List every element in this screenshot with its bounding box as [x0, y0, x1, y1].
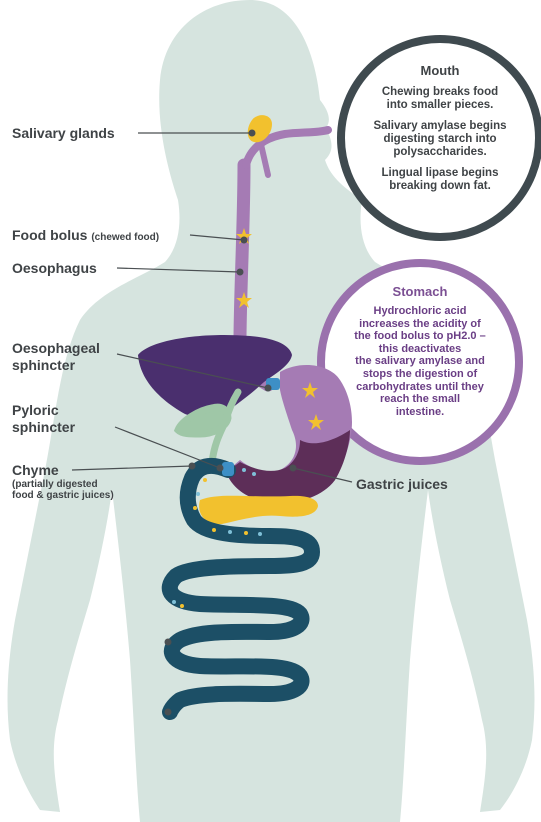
mouth-bubble-para1: Chewing breaks food into smaller pieces.: [353, 86, 527, 112]
stomach-bubble: Stomach Hydrochloric acid increases the …: [330, 284, 510, 426]
label-pyloric-sphincter-line1: Pyloric: [12, 402, 75, 419]
label-chyme-note-line1: (partially digested: [12, 479, 114, 490]
stomach-bubble-title: Stomach: [330, 284, 510, 300]
stomach-line1: Hydrochloric acid: [330, 305, 510, 318]
stomach-line5: the salivary amylase and: [330, 355, 510, 368]
label-food-bolus: Food bolus (chewed food): [12, 227, 159, 244]
label-salivary-glands: Salivary glands: [12, 125, 115, 142]
label-pyloric-sphincter: Pyloric sphincter: [12, 402, 75, 436]
pyloric-sphincter-marker: [222, 462, 234, 476]
label-pyloric-sphincter-line2: sphincter: [12, 419, 75, 436]
stomach-line2: increases the acidity of: [330, 318, 510, 331]
mouth-para2-line3: polysaccharides.: [353, 146, 527, 159]
label-gastric-juices: Gastric juices: [356, 476, 448, 493]
stomach-line4: this deactivates: [330, 343, 510, 356]
stomach-line9: intestine.: [330, 406, 510, 419]
mouth-para1-line1: Chewing breaks food: [353, 86, 527, 99]
mouth-bubble-title: Mouth: [353, 63, 527, 79]
mouth-bubble-para3: Lingual lipase begins breaking down fat.: [353, 167, 527, 193]
mouth-bubble-para2: Salivary amylase begins digesting starch…: [353, 120, 527, 159]
mouth-para2-line1: Salivary amylase begins: [353, 120, 527, 133]
stomach-line7: carbohydrates until they: [330, 381, 510, 394]
mouth-para2-line2: digesting starch into: [353, 133, 527, 146]
mouth-para3-line1: Lingual lipase begins: [353, 167, 527, 180]
label-oesophageal-sphincter-line2: sphincter: [12, 357, 100, 374]
stomach-bubble-body: Hydrochloric acid increases the acidity …: [330, 305, 510, 418]
label-oesophageal-sphincter: Oesophageal sphincter: [12, 340, 100, 374]
label-oesophageal-sphincter-line1: Oesophageal: [12, 340, 100, 357]
label-chyme-note-line2: food & gastric juices): [12, 490, 114, 501]
mouth-para1-line2: into smaller pieces.: [353, 99, 527, 112]
label-chyme: Chyme (partially digested food & gastric…: [12, 462, 114, 501]
mouth-bubble: Mouth Chewing breaks food into smaller p…: [353, 63, 527, 201]
label-food-bolus-main: Food bolus: [12, 227, 87, 243]
label-oesophagus: Oesophagus: [12, 260, 97, 277]
mouth-para3-line2: breaking down fat.: [353, 180, 527, 193]
stomach-line6: stops the digestion of: [330, 368, 510, 381]
stomach-line3: the food bolus to pH2.0 –: [330, 330, 510, 343]
label-chyme-main: Chyme: [12, 462, 114, 479]
stomach-line8: reach the small: [330, 393, 510, 406]
label-food-bolus-note: (chewed food): [91, 232, 159, 243]
